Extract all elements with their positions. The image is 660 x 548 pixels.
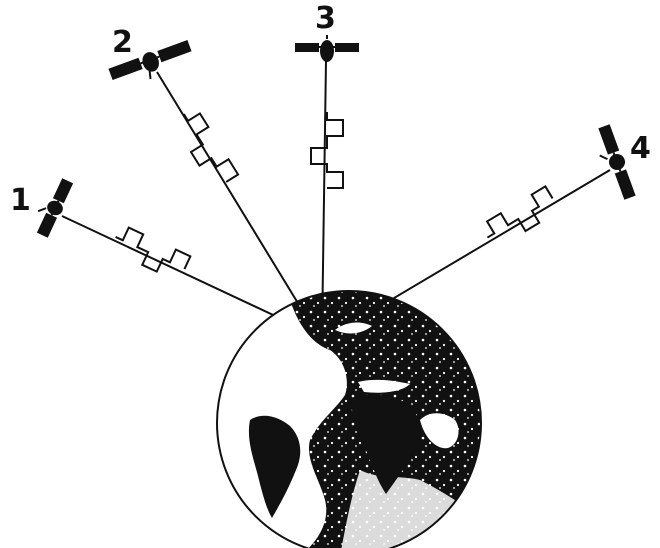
satellite-labels: 1 2 3 4: [10, 1, 651, 218]
signal-pulse-icon: [311, 112, 343, 188]
satellite-label-3: 3: [315, 1, 336, 36]
satellite-label-4: 4: [630, 131, 651, 166]
satellite-1: [30, 175, 75, 239]
signal-line-2: [157, 72, 318, 336]
satellite-label-2: 2: [112, 25, 133, 60]
satellite-icon: [30, 175, 75, 239]
signal-pulse-icon: [172, 107, 238, 190]
signal-pulse-icon: [110, 224, 191, 281]
satellite-3: [295, 35, 359, 62]
satellite-label-1: 1: [10, 183, 31, 218]
satellite-icon: [295, 35, 359, 62]
signal-pulses: [110, 107, 560, 282]
earth-globe-icon: [180, 291, 481, 548]
